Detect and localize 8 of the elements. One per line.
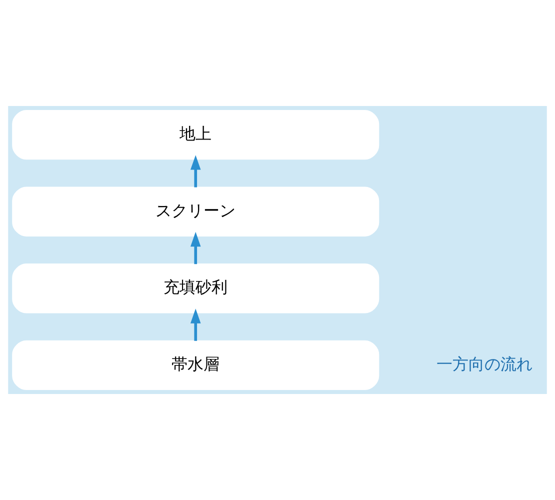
node-box: 地上	[12, 110, 380, 160]
node-box: 帯水層	[12, 340, 380, 390]
node-box: スクリーン	[12, 186, 380, 236]
arrow	[190, 232, 201, 264]
arrow	[190, 308, 201, 341]
label: 一方向の流れ	[436, 354, 533, 374]
node-box: 充填砂利	[12, 264, 380, 314]
arrow	[190, 155, 201, 188]
